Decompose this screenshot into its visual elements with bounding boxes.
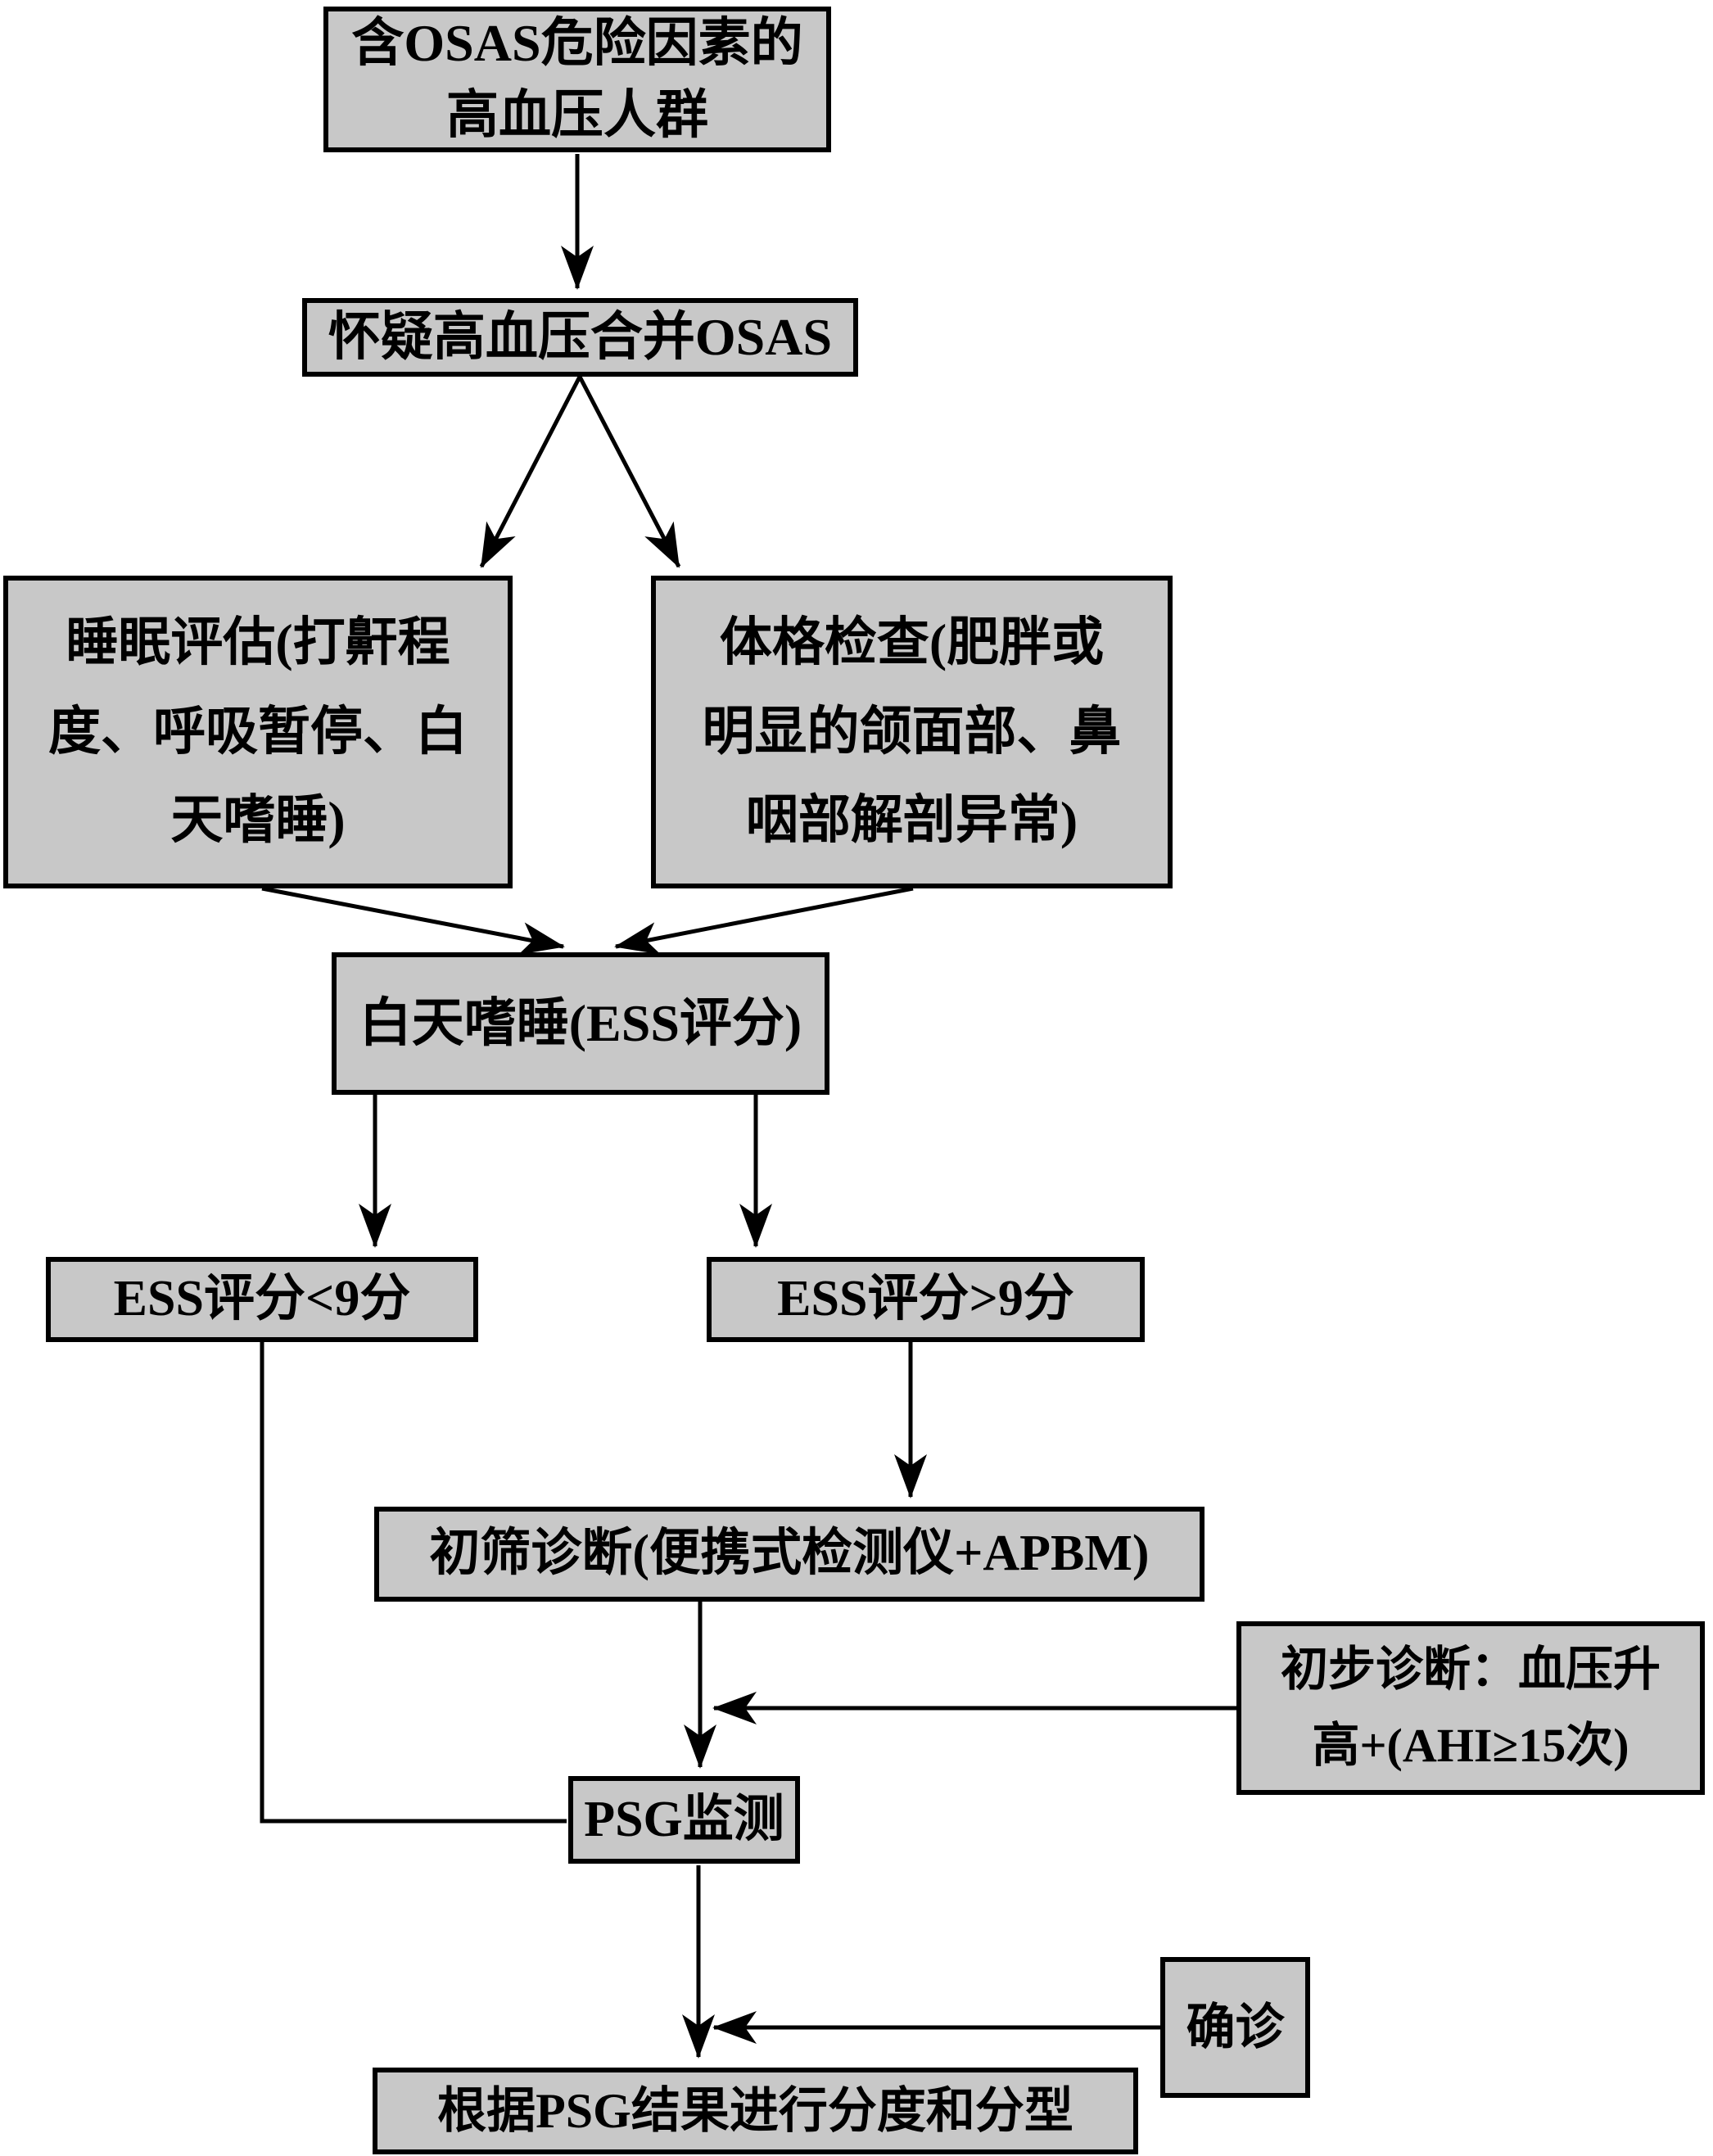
node-sleep-eval-line3: 天嗜睡) bbox=[170, 791, 346, 850]
node-population: 含OSAS危险因素的 高血压人群 bbox=[323, 7, 831, 152]
node-suspect-label: 怀疑高血压合并OSAS bbox=[328, 307, 833, 366]
node-preliminary-diagnosis: 初步诊断：血压升 高+(AHI≥15次) bbox=[1236, 1621, 1705, 1795]
node-ess-gt9-label: ESS评分>9分 bbox=[777, 1271, 1074, 1327]
node-psg-label: PSG监测 bbox=[584, 1791, 784, 1847]
arrow-suspect-to-sleep-eval bbox=[479, 375, 582, 568]
node-sleep-eval: 睡眠评估(打鼾程 度、呼吸暂停、白 天嗜睡) bbox=[3, 576, 513, 888]
node-suspect: 怀疑高血压合并OSAS bbox=[302, 298, 858, 377]
node-final-classification: 根据PSG结果进行分度和分型 bbox=[373, 2068, 1138, 2154]
node-population-line1: 含OSAS危险因素的 bbox=[351, 13, 803, 72]
node-ess-score: 白天嗜睡(ESS评分) bbox=[332, 952, 829, 1095]
arrow-physical-to-ess bbox=[614, 886, 914, 955]
node-screening-label: 初筛诊断(便携式检测仪+APBM) bbox=[429, 1525, 1150, 1582]
node-confirm-label: 确诊 bbox=[1186, 2000, 1285, 2054]
node-physical-exam: 体格检查(肥胖或 明显的颌面部、鼻 咽部解剖异常) bbox=[651, 576, 1173, 888]
node-physical-line1: 体格检查(肥胖或 bbox=[719, 612, 1105, 671]
node-physical-line3: 咽部解剖异常) bbox=[745, 791, 1078, 850]
node-ess-lt9-label: ESS评分<9分 bbox=[113, 1271, 411, 1327]
node-ess-lt9: ESS评分<9分 bbox=[46, 1257, 478, 1342]
node-preliminary-line1: 初步诊断：血压升 bbox=[1280, 1643, 1661, 1697]
arrow-sleep-eval-to-ess bbox=[261, 886, 565, 955]
node-ess-gt9: ESS评分>9分 bbox=[707, 1257, 1145, 1342]
node-psg-monitoring: PSG监测 bbox=[568, 1776, 800, 1864]
line-lt9-to-psg bbox=[260, 1342, 567, 1824]
node-confirmed-diagnosis: 确诊 bbox=[1160, 1957, 1310, 2098]
node-ess-label: 白天嗜睡(ESS评分) bbox=[359, 993, 802, 1052]
node-population-line2: 高血压人群 bbox=[446, 86, 708, 144]
node-final-label: 根据PSG结果进行分度和分型 bbox=[437, 2083, 1073, 2138]
node-sleep-eval-line1: 睡眠评估(打鼾程 bbox=[66, 612, 450, 671]
node-sleep-eval-line2: 度、呼吸暂停、白 bbox=[48, 702, 468, 761]
node-screening: 初筛诊断(便携式检测仪+APBM) bbox=[374, 1507, 1205, 1602]
arrow-suspect-to-physical bbox=[577, 375, 681, 568]
node-preliminary-line2: 高+(AHI≥15次) bbox=[1312, 1719, 1629, 1772]
node-physical-line2: 明显的颌面部、鼻 bbox=[702, 702, 1122, 761]
